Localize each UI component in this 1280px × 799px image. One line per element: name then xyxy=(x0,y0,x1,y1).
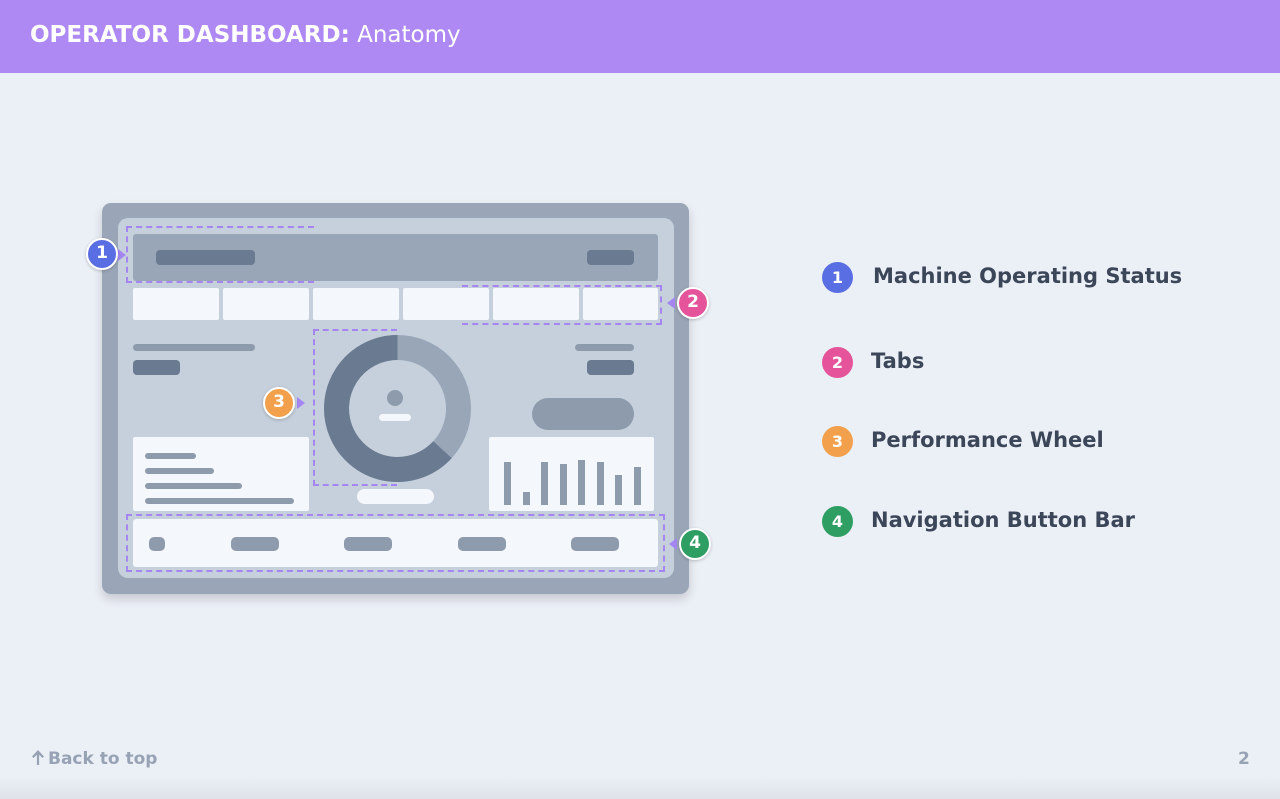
arrow-up-icon xyxy=(32,750,44,765)
status-region-outline-top xyxy=(126,226,314,228)
chart-bar xyxy=(615,475,622,505)
marker-pointer xyxy=(669,538,677,550)
info-line xyxy=(145,498,294,504)
marker-1: 1 xyxy=(86,238,118,270)
footer-shadow xyxy=(0,777,1280,799)
chart-bar xyxy=(541,462,548,505)
page-title-rest: Anatomy xyxy=(357,22,461,48)
page-title-bold: OPERATOR DASHBOARD: xyxy=(30,22,350,48)
legend-label: Navigation Button Bar xyxy=(871,508,1136,532)
legend-label: Machine Operating Status xyxy=(873,264,1183,288)
back-to-top-link[interactable]: Back to top xyxy=(30,749,157,769)
nav-button-placeholder xyxy=(458,537,506,551)
chart-bar xyxy=(633,467,641,505)
tab-placeholder xyxy=(583,288,658,320)
tab-placeholder xyxy=(493,288,579,320)
legend-label: Performance Wheel xyxy=(871,428,1104,452)
marker-pointer xyxy=(118,249,126,261)
tab-placeholder xyxy=(403,288,489,320)
page-title: OPERATOR DASHBOARD: Anatomy xyxy=(30,22,461,48)
nav-region-outline xyxy=(126,514,665,572)
chart-bar xyxy=(559,464,567,505)
chart-bar xyxy=(504,462,511,505)
metric-label-placeholder xyxy=(575,344,634,351)
wheel-center xyxy=(349,360,446,457)
legend-number: 4 xyxy=(822,506,853,537)
status-label-placeholder xyxy=(156,250,255,265)
nav-button-placeholder xyxy=(571,537,619,551)
marker-pointer xyxy=(297,397,305,409)
chart-bar xyxy=(522,492,530,505)
legend-number: 2 xyxy=(822,347,853,378)
wheel-progress-arc xyxy=(324,335,452,482)
nav-button-placeholder xyxy=(231,537,279,551)
status-region-outline xyxy=(126,226,314,283)
page-number: 2 xyxy=(1238,749,1250,769)
performance-wheel xyxy=(324,335,471,482)
bar-chart-card xyxy=(489,437,654,511)
back-to-top-label: Back to top xyxy=(48,749,158,769)
nav-button-placeholder xyxy=(149,537,165,551)
status-indicator-placeholder xyxy=(587,250,634,265)
legend-number: 3 xyxy=(822,426,853,457)
tab-placeholder xyxy=(133,288,219,320)
chart-bar xyxy=(578,460,585,505)
navigation-button-bar xyxy=(133,519,658,567)
tabs-region-outline xyxy=(462,285,662,325)
legend-label: Tabs xyxy=(871,349,925,373)
metric-value-placeholder xyxy=(587,360,634,375)
marker-3: 3 xyxy=(263,387,295,419)
wheel-region-outline xyxy=(313,329,397,486)
tabs-region-outline-top xyxy=(462,285,662,287)
marker-pointer xyxy=(667,297,675,309)
info-line xyxy=(145,453,196,459)
info-line xyxy=(145,483,242,489)
tab-placeholder xyxy=(313,288,399,320)
wheel-caption-placeholder xyxy=(357,489,434,504)
page-header: OPERATOR DASHBOARD: Anatomy xyxy=(0,0,1280,73)
metric-value-placeholder xyxy=(133,360,180,375)
bar-chart-bars xyxy=(489,437,654,505)
nav-button-placeholder xyxy=(344,537,392,551)
wheel-center-label xyxy=(379,414,411,421)
marker-4: 4 xyxy=(679,528,711,560)
action-pill-placeholder xyxy=(532,398,634,430)
legend-number: 1 xyxy=(822,262,853,293)
chart-bar xyxy=(596,462,604,505)
tab-placeholder xyxy=(223,288,309,320)
info-line xyxy=(145,468,214,474)
wheel-center-dot xyxy=(387,390,403,406)
metric-label-placeholder xyxy=(133,344,255,351)
marker-2: 2 xyxy=(677,287,709,319)
